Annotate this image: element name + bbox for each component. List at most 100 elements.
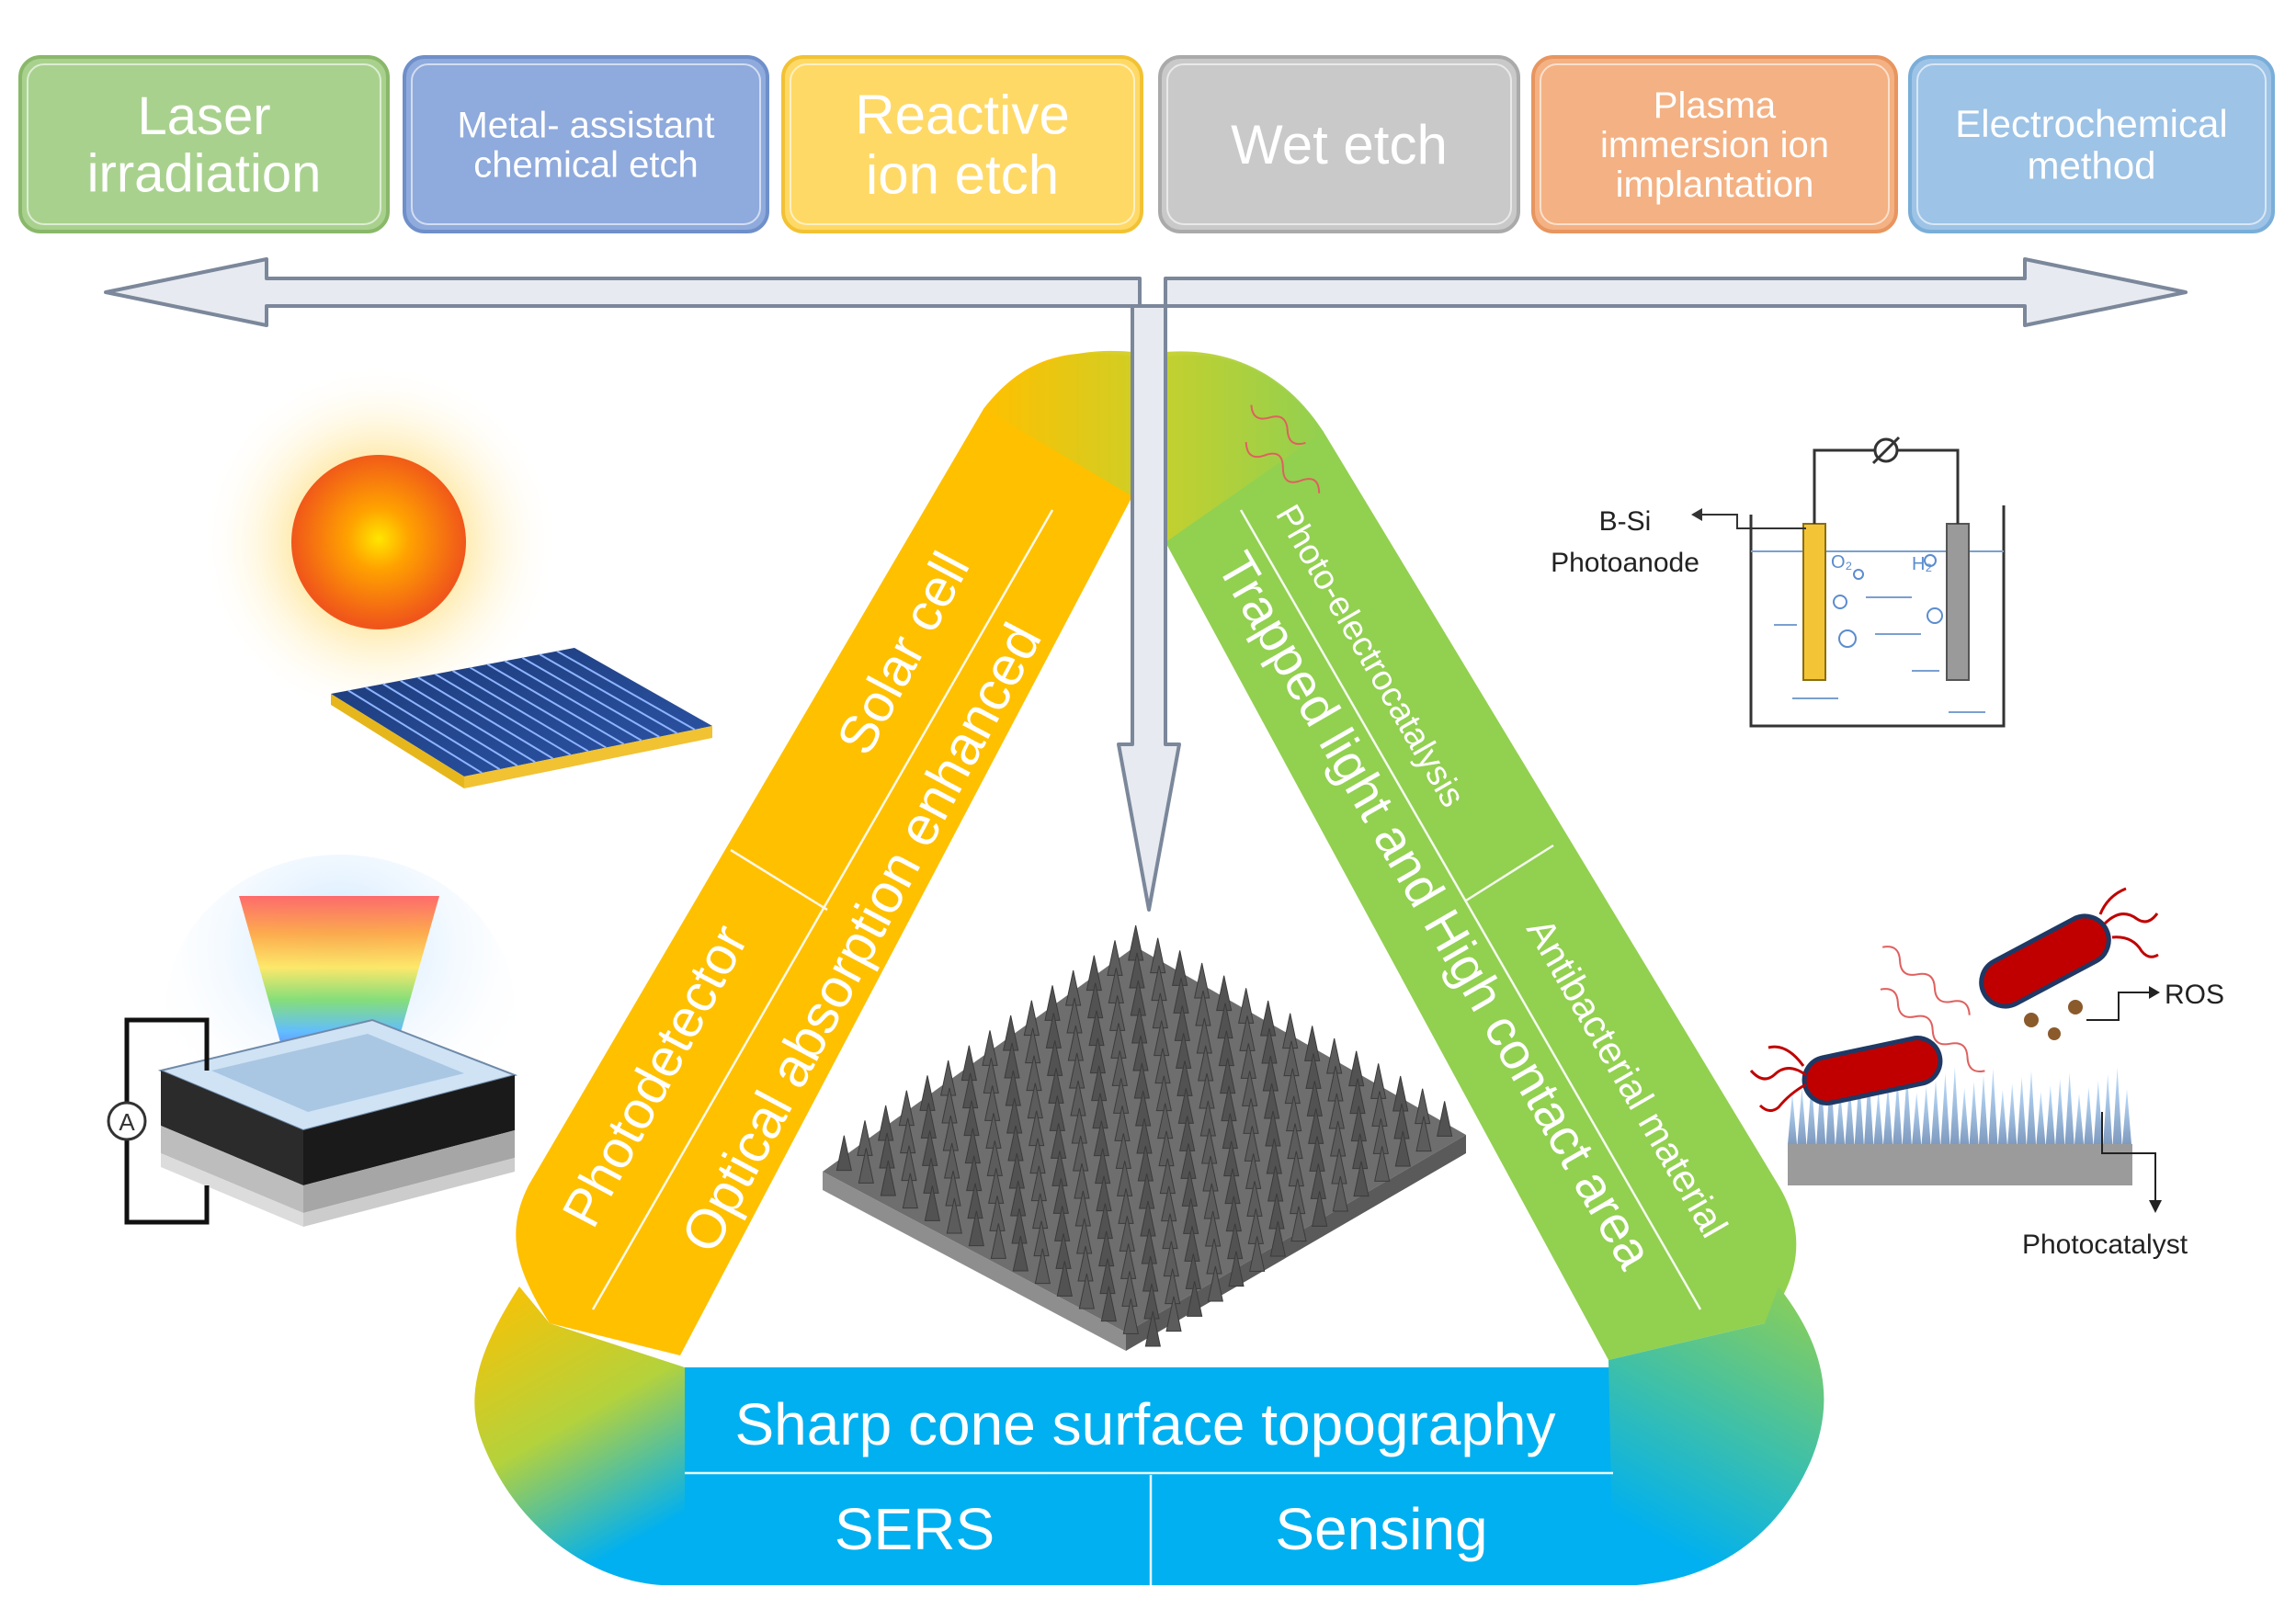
cone-spike bbox=[1353, 1161, 1370, 1197]
cone-spike bbox=[858, 1148, 874, 1184]
ammeter-icon bbox=[107, 1101, 147, 1141]
down-arrow bbox=[1117, 304, 1181, 912]
method-box: Wet etch bbox=[1158, 55, 1520, 233]
cone-spikes bbox=[835, 924, 1453, 1347]
cone-spike bbox=[1415, 1116, 1432, 1152]
panel-grid-line bbox=[382, 683, 518, 767]
cone-spike bbox=[1348, 1050, 1365, 1087]
method-label: irradiation bbox=[87, 144, 322, 204]
panel-grid-line bbox=[556, 650, 696, 731]
panel-grid-line bbox=[347, 689, 483, 774]
cone-spike bbox=[1207, 1265, 1223, 1302]
sun-icon bbox=[199, 363, 558, 721]
photocatalyst-spike bbox=[1797, 1087, 1807, 1144]
cone-spike bbox=[968, 1210, 984, 1247]
ros-label: ROS bbox=[2165, 980, 2224, 1010]
left-arm-band bbox=[516, 353, 1132, 1355]
label-sensing: Sensing bbox=[1275, 1496, 1487, 1562]
photocatalyst-spike bbox=[1940, 1073, 1950, 1144]
photocatalyst-spike bbox=[1845, 1083, 1855, 1144]
cone-spike bbox=[835, 1135, 852, 1172]
cone-spike bbox=[1144, 1310, 1161, 1347]
photocatalyst-spike bbox=[1883, 1084, 1892, 1144]
cone-spike bbox=[1238, 988, 1255, 1024]
photocatalyst-spike bbox=[2007, 1083, 2018, 1144]
cone-spike bbox=[1165, 1296, 1182, 1332]
method-label: immersion ion bbox=[1600, 125, 1829, 165]
method-label: Electrochemical bbox=[1955, 102, 2227, 145]
bacterium-icon bbox=[1979, 887, 2159, 1009]
photocatalyst-spike bbox=[1921, 1086, 1931, 1144]
cone-spike bbox=[1150, 937, 1166, 974]
panel-grid-line bbox=[435, 673, 572, 756]
cone-spike bbox=[1415, 1088, 1431, 1125]
cone-spike bbox=[1370, 1063, 1387, 1099]
cone-spike bbox=[924, 1185, 940, 1221]
cone-spike bbox=[1187, 1281, 1203, 1317]
photocatalyst-spike bbox=[1988, 1069, 1998, 1144]
cone-spike bbox=[1056, 1261, 1073, 1297]
cone-spike bbox=[1332, 1175, 1348, 1212]
cone-spike bbox=[1194, 962, 1211, 999]
cone-spike bbox=[1312, 1191, 1328, 1227]
photocatalyst-spike bbox=[1892, 1078, 1903, 1144]
method-label: Metal- assistant bbox=[457, 105, 714, 145]
photocatalyst-spike bbox=[1854, 1076, 1864, 1144]
method-label: Laser bbox=[137, 86, 270, 146]
photocatalyst-spike bbox=[2027, 1071, 2036, 1144]
label-sers: SERS bbox=[835, 1496, 995, 1562]
photocatalyst-spike bbox=[2112, 1068, 2122, 1144]
photocatalyst-spike bbox=[2103, 1074, 2113, 1144]
method-label: method bbox=[2027, 143, 2155, 187]
panel-grid-line bbox=[417, 676, 553, 760]
method-label: ion etch bbox=[866, 143, 1059, 205]
panel-grid-line bbox=[486, 663, 625, 745]
photodetector-icon: A bbox=[107, 855, 518, 1227]
cone-spike bbox=[1394, 1130, 1411, 1167]
cone-spike bbox=[1172, 950, 1188, 986]
cone-spike bbox=[946, 1197, 962, 1234]
o2-label: O₂ bbox=[1831, 552, 1852, 572]
cone-spike bbox=[1374, 1146, 1391, 1182]
photocatalyst-spike bbox=[1931, 1080, 1940, 1144]
photocatalyst-spike bbox=[2074, 1094, 2084, 1144]
cone-spike bbox=[1437, 1101, 1453, 1137]
solar-panel-icon bbox=[331, 648, 712, 788]
method-label: Wet etch bbox=[1231, 114, 1448, 176]
panel-grid-line bbox=[365, 686, 501, 770]
photocatalyst-spikes bbox=[1788, 1067, 2131, 1144]
cone-spike bbox=[1216, 975, 1233, 1012]
h2-label: H₂ bbox=[1912, 554, 1932, 574]
bacterium-icon bbox=[1749, 1036, 1943, 1112]
method-label: Reactive bbox=[855, 85, 1069, 146]
panel-grid-line bbox=[400, 679, 536, 764]
cone-spike bbox=[1100, 1286, 1117, 1322]
method-label: implantation bbox=[1616, 164, 1814, 205]
method-label: Plasma bbox=[1654, 85, 1777, 126]
photocatalyst-spike bbox=[2064, 1072, 2074, 1144]
cone-spike bbox=[1326, 1037, 1343, 1074]
photocatalyst-spike bbox=[1949, 1067, 1960, 1144]
bottom-right-corner bbox=[1608, 1287, 1824, 1585]
cone-spike bbox=[1282, 1013, 1299, 1049]
photocatalyst-spike bbox=[1912, 1093, 1922, 1144]
cone-spike bbox=[1012, 1235, 1029, 1272]
cone-spike bbox=[1304, 1026, 1321, 1061]
cone-spike bbox=[1260, 1000, 1277, 1037]
photocatalyst-spike bbox=[1969, 1082, 1979, 1144]
photocatalyst-spike bbox=[1997, 1090, 2007, 1144]
method-label: chemical etch bbox=[473, 145, 699, 186]
cone-spike bbox=[1128, 924, 1144, 961]
photocatalyst-spike bbox=[1902, 1071, 1912, 1144]
b-si-label: B-Si bbox=[1599, 506, 1652, 537]
panel-grid-line bbox=[521, 656, 660, 738]
panel-grid-line bbox=[504, 660, 642, 742]
photocatalyst-spike bbox=[1873, 1091, 1883, 1144]
cone-spike bbox=[1392, 1075, 1409, 1112]
photocatalyst-spike bbox=[2055, 1079, 2065, 1144]
